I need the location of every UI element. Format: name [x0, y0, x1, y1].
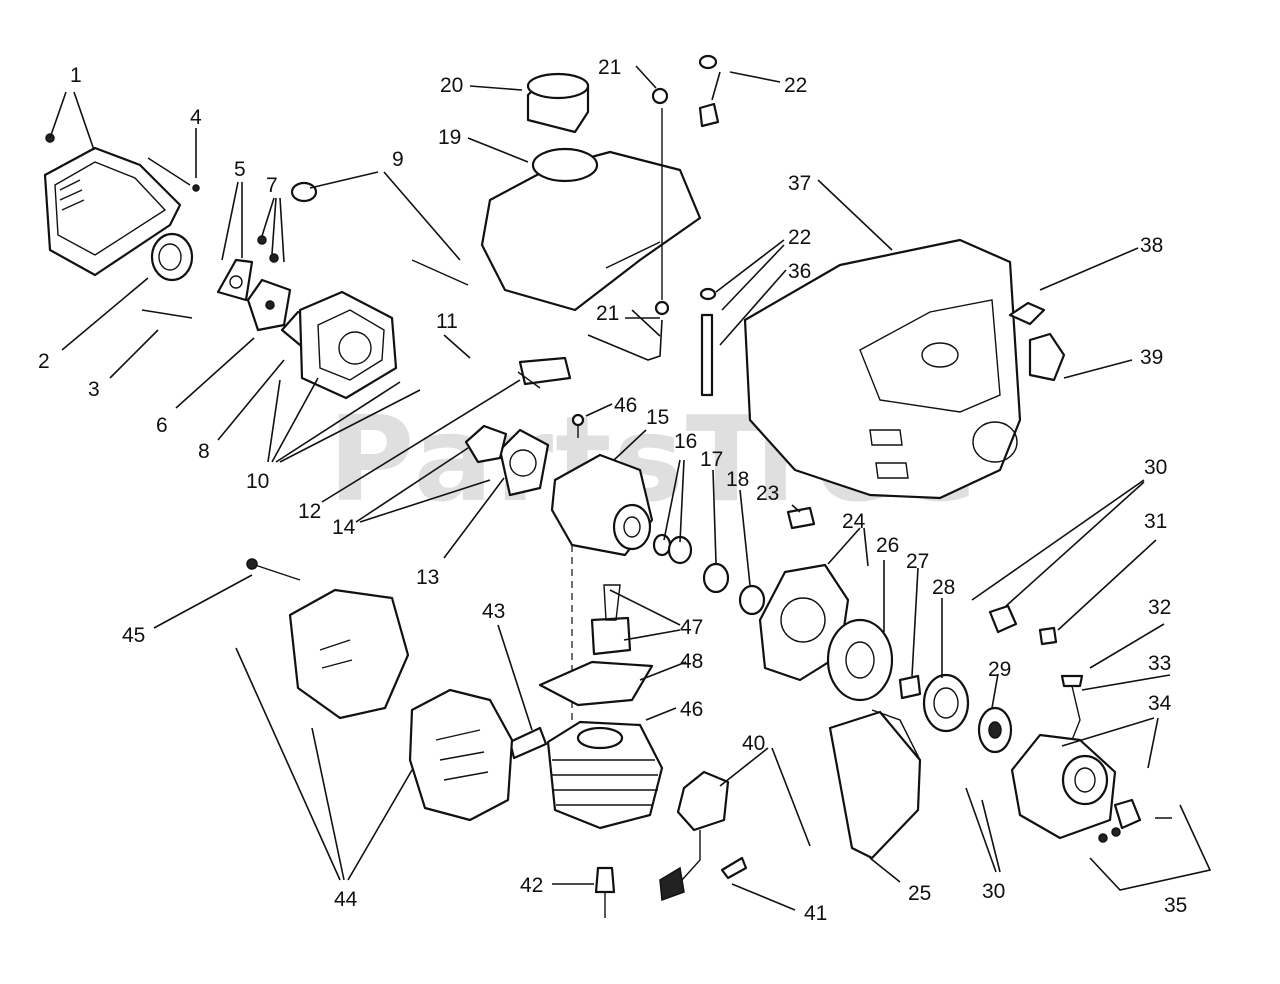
callout-4: 4	[190, 106, 202, 129]
part-31-spring	[1038, 626, 1058, 646]
callout-37: 37	[788, 172, 811, 195]
callout-47: 47	[680, 616, 703, 639]
callout-27: 27	[906, 550, 929, 573]
callout-8: 8	[198, 440, 210, 463]
callout-2: 2	[38, 350, 50, 373]
part-13-gasket	[498, 428, 550, 497]
part-19-fuel-tank	[480, 147, 702, 312]
part-14-intake	[464, 424, 508, 464]
part-16-seal-a	[652, 533, 672, 557]
callout-32: 32	[1148, 596, 1171, 619]
leader-lines	[49, 65, 1212, 911]
part-47-piston	[590, 584, 632, 656]
callout-38: 38	[1140, 234, 1163, 257]
part-25-guard	[828, 709, 922, 860]
part-41-clip	[720, 856, 748, 880]
part-11-block	[517, 356, 572, 389]
part-44-muffler	[288, 588, 514, 822]
callout-labels: 1 2 3 4 5 6 6 7 8 9 10 11 12 13 14 15 16…	[38, 56, 1187, 925]
part-20-fuel-cap	[526, 72, 590, 134]
part-3-screw	[141, 309, 193, 319]
callout-44: 44	[334, 888, 358, 911]
part-37-engine-cover	[743, 238, 1022, 500]
part-15-crankcase	[550, 453, 654, 720]
callout-36: 36	[788, 260, 811, 283]
part-33-rope	[1069, 685, 1081, 746]
part-32-handle	[1060, 674, 1084, 688]
part-34-recoil-starter	[1010, 733, 1117, 840]
part-9-airbox	[290, 181, 469, 400]
callout-31: 31	[1144, 510, 1167, 533]
callout-35: 35	[1164, 894, 1187, 917]
callout-30: 30	[1144, 456, 1167, 479]
callout-26: 26	[876, 534, 899, 557]
callout-3: 3	[88, 378, 100, 401]
callout-11: 11	[436, 310, 458, 333]
callout-5: 5	[234, 158, 246, 181]
part-7-screws	[257, 235, 279, 263]
callout-34: 34	[1148, 692, 1172, 715]
callout-13: 13	[416, 566, 439, 589]
callout-45: 45	[122, 624, 145, 647]
callout-28: 28	[932, 576, 955, 599]
callout-7: 7	[266, 174, 278, 197]
part-45-bolt	[254, 564, 301, 581]
part-2-filter-ring	[150, 232, 194, 282]
part-5-gasket-plate	[216, 258, 254, 302]
callout-22b: 22	[788, 226, 811, 249]
callout-48: 48	[680, 650, 703, 673]
callout-23: 23	[756, 482, 779, 505]
part-39-clip	[1028, 332, 1066, 382]
callout-43: 43	[482, 600, 505, 623]
part-28-pulley	[922, 673, 970, 733]
callout-16: 16	[674, 430, 697, 453]
part-18-bearing	[738, 584, 766, 616]
part-27-nut	[898, 674, 922, 700]
callout-20: 20	[440, 74, 463, 97]
callout-18: 18	[726, 468, 749, 491]
callout-30b: 30	[982, 880, 1005, 903]
part-29-spring	[977, 706, 1013, 754]
callout-25: 25	[908, 882, 931, 905]
callout-14: 14	[332, 516, 356, 539]
part-40-ignition	[659, 770, 730, 902]
part-36-tube	[700, 313, 714, 397]
callout-6-label: 6	[156, 414, 168, 437]
callout-22: 22	[784, 74, 807, 97]
callout-10: 10	[246, 470, 269, 493]
callout-46: 46	[614, 394, 637, 417]
callout-12: 12	[298, 500, 321, 523]
part-17-bearing	[702, 562, 730, 594]
callout-1: 1	[70, 64, 82, 87]
callout-41: 41	[804, 902, 827, 925]
callout-17: 17	[700, 448, 723, 471]
part-43-gasket	[508, 726, 548, 760]
callout-21: 21	[598, 56, 621, 79]
part-38-switch	[1008, 301, 1046, 326]
part-35-kit	[1098, 798, 1172, 843]
part-6-carburetor	[246, 278, 292, 332]
parts-drawing	[43, 54, 1172, 918]
part-26-flywheel	[826, 618, 894, 702]
part-48-gasket	[538, 660, 654, 707]
part-23-clip	[786, 506, 816, 530]
callout-46b: 46	[680, 698, 703, 721]
callout-19: 19	[438, 126, 461, 149]
part-42-spark-plug	[594, 866, 616, 918]
callout-42: 42	[520, 874, 543, 897]
callout-39: 39	[1140, 346, 1163, 369]
callout-9: 9	[392, 148, 404, 171]
part-46-cylinder	[546, 720, 664, 830]
part-4-screw	[147, 157, 191, 186]
part-30-pawl	[988, 604, 1018, 634]
callout-15: 15	[646, 406, 669, 429]
callout-33: 33	[1148, 652, 1171, 675]
callout-29: 29	[988, 658, 1011, 681]
part-21-fuel-line	[587, 319, 663, 361]
callout-40: 40	[742, 732, 765, 755]
callout-21b: 21	[596, 302, 619, 325]
callout-24: 24	[842, 510, 866, 533]
